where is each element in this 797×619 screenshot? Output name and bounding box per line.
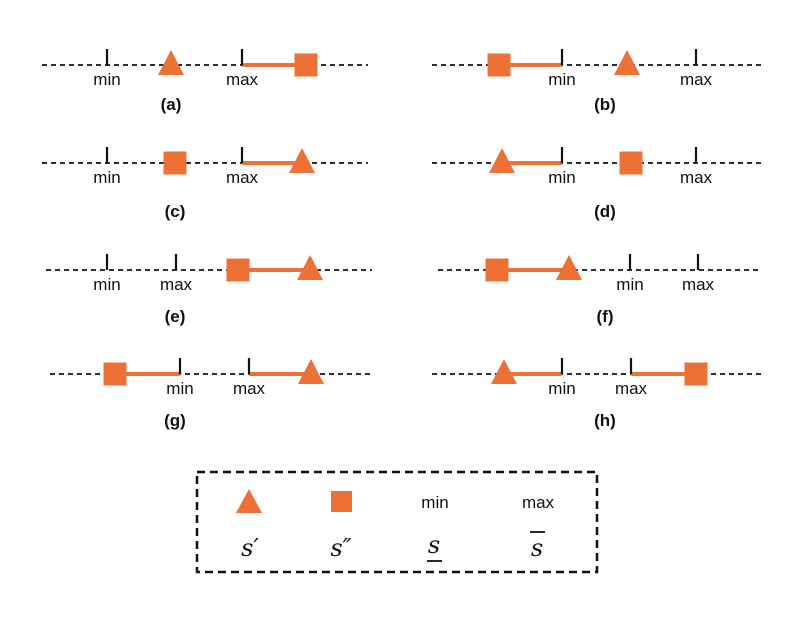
panel-e: min max (e) xyxy=(46,254,372,326)
min-tick-label: min xyxy=(548,379,575,398)
panel-label: (h) xyxy=(594,411,616,430)
triangle-marker-icon xyxy=(158,50,184,75)
square-marker-icon xyxy=(103,362,127,386)
square-marker-icon xyxy=(163,151,187,175)
legend: min max s′ s″ s s xyxy=(195,470,599,574)
min-tick-label: min xyxy=(93,168,120,187)
triangle-marker-icon xyxy=(556,255,582,280)
square-marker-icon xyxy=(485,258,509,282)
panel-f: min max (f) xyxy=(438,254,762,326)
legend-border xyxy=(195,470,599,574)
triangle-marker-icon xyxy=(614,50,640,75)
triangle-marker-icon xyxy=(298,359,324,384)
min-tick-label: min xyxy=(93,70,120,89)
legend-min-label: min xyxy=(421,493,448,512)
triangle-marker-icon xyxy=(489,148,515,173)
panel-d: min max (d) xyxy=(432,147,762,221)
legend-s-prime: s′ xyxy=(241,534,259,562)
min-tick-label: min xyxy=(548,70,575,89)
legend-square-icon xyxy=(331,491,352,512)
panel-label: (c) xyxy=(165,202,186,221)
triangle-marker-icon xyxy=(297,255,323,280)
legend-s-overbar: s xyxy=(531,534,543,562)
legend-triangle-icon xyxy=(236,489,262,513)
min-tick-label: min xyxy=(548,168,575,187)
panel-label: (e) xyxy=(165,307,186,326)
triangle-marker-icon xyxy=(289,148,315,173)
square-marker-icon xyxy=(487,53,511,77)
panel-label: (f) xyxy=(597,307,614,326)
max-tick-label: max xyxy=(226,168,259,187)
square-marker-icon xyxy=(226,258,250,282)
panel-label: (a) xyxy=(161,95,182,114)
panel-a: min max (a) xyxy=(42,49,368,114)
max-tick-label: max xyxy=(160,275,193,294)
max-tick-label: max xyxy=(233,379,266,398)
panel-c: min max (c) xyxy=(42,147,368,221)
panel-label: (b) xyxy=(594,95,616,114)
legend-s-double-prime: s″ xyxy=(330,534,351,562)
panel-label: (d) xyxy=(594,202,616,221)
min-tick-label: min xyxy=(616,275,643,294)
max-tick-label: max xyxy=(680,168,713,187)
min-tick-label: min xyxy=(93,275,120,294)
min-tick-label: min xyxy=(166,379,193,398)
panel-g: min max (g) xyxy=(50,358,374,430)
max-tick-label: max xyxy=(615,379,648,398)
panel-h: min max (h) xyxy=(432,358,762,430)
triangle-marker-icon xyxy=(491,359,517,384)
square-marker-icon xyxy=(684,362,708,386)
max-tick-label: max xyxy=(226,70,259,89)
max-tick-label: max xyxy=(682,275,715,294)
legend-max-label: max xyxy=(522,493,555,512)
square-marker-icon xyxy=(294,53,318,77)
panel-b: min max (b) xyxy=(432,49,762,114)
panel-label: (g) xyxy=(164,411,186,430)
legend-s-underbar: s xyxy=(428,531,440,559)
max-tick-label: max xyxy=(680,70,713,89)
square-marker-icon xyxy=(619,151,643,175)
